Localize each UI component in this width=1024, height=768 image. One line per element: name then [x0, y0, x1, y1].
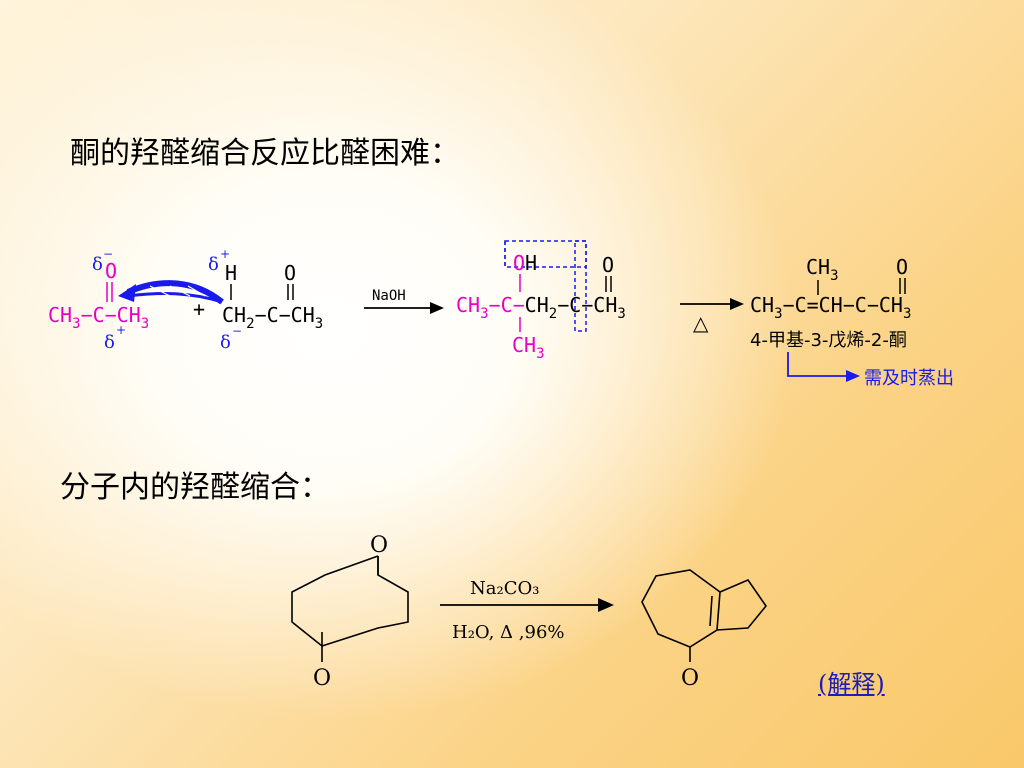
- svg-text:δ: δ: [220, 332, 231, 353]
- svg-text:CH3: CH3: [512, 333, 545, 362]
- svg-text:O: O: [313, 666, 331, 691]
- svg-text:−: −: [103, 247, 113, 261]
- svg-text:Na₂CO₃: Na₂CO₃: [470, 578, 539, 599]
- acetone-charges: δ − δ +: [92, 247, 126, 353]
- nucleophilic-attack-arrow: [118, 280, 224, 305]
- svg-text:CH3: CH3: [806, 255, 839, 284]
- heading-ketone-aldol: 酮的羟醛缩合反应比醛困难：: [70, 136, 460, 171]
- bicyclic-enone: [641, 569, 768, 662]
- svg-text:NaOH: NaOH: [372, 288, 406, 304]
- svg-text:OH: OH: [513, 251, 537, 275]
- svg-text:+: +: [220, 247, 230, 261]
- acetone-2-molecule: H O CH2−C−CH3: [222, 261, 323, 332]
- enone-product: CH3 O CH3−C=CH−C−CH3 4-甲基-3-戊烯-2-酮: [750, 255, 911, 351]
- cyclodecanedione-atoms: O O: [313, 533, 388, 691]
- svg-text:△: △: [693, 311, 709, 335]
- svg-text:−: −: [232, 324, 242, 338]
- svg-text:H₂O, Δ ,96%: H₂O, Δ ,96%: [452, 622, 565, 643]
- svg-text:CH3−C=CH−C−CH3: CH3−C=CH−C−CH3: [750, 293, 911, 322]
- acetone-2-charges: δ + δ −: [208, 247, 242, 353]
- aldol-product: OH CH3−C−CH2−C−CH3 O CH3: [456, 240, 626, 362]
- svg-text:O: O: [370, 533, 388, 558]
- svg-text:δ: δ: [104, 332, 115, 353]
- svg-text:+: +: [116, 323, 126, 337]
- product-name: 4-甲基-3-戊烯-2-酮: [750, 330, 907, 351]
- naoh-arrow: NaOH: [364, 288, 444, 314]
- heading-intramolecular-aldol: 分子内的羟醛缩合：: [60, 470, 330, 505]
- svg-text:O: O: [284, 261, 296, 285]
- svg-text:δ: δ: [92, 254, 103, 275]
- explain-link[interactable]: (解释): [818, 670, 885, 698]
- svg-text:需及时蒸出: 需及时蒸出: [864, 368, 954, 389]
- svg-text:δ: δ: [208, 254, 219, 275]
- svg-text:CH3−C−CH2−C−CH3: CH3−C−CH2−C−CH3: [456, 293, 626, 322]
- na2co3-arrow: Na₂CO₃ H₂O, Δ ,96%: [440, 578, 614, 643]
- svg-text:H: H: [225, 261, 237, 285]
- svg-text:O: O: [896, 255, 908, 279]
- cyclodecanedione: [291, 555, 409, 662]
- distill-note: 需及时蒸出: [787, 352, 954, 389]
- bicyclic-enone-oxygen: O: [681, 666, 699, 691]
- plus-sign: +: [193, 297, 205, 321]
- acetone-chain: CH3−C−CH3: [48, 303, 149, 332]
- svg-text:O: O: [602, 253, 614, 277]
- heat-arrow: △: [680, 298, 744, 335]
- acetone-oxygen: O: [105, 259, 117, 283]
